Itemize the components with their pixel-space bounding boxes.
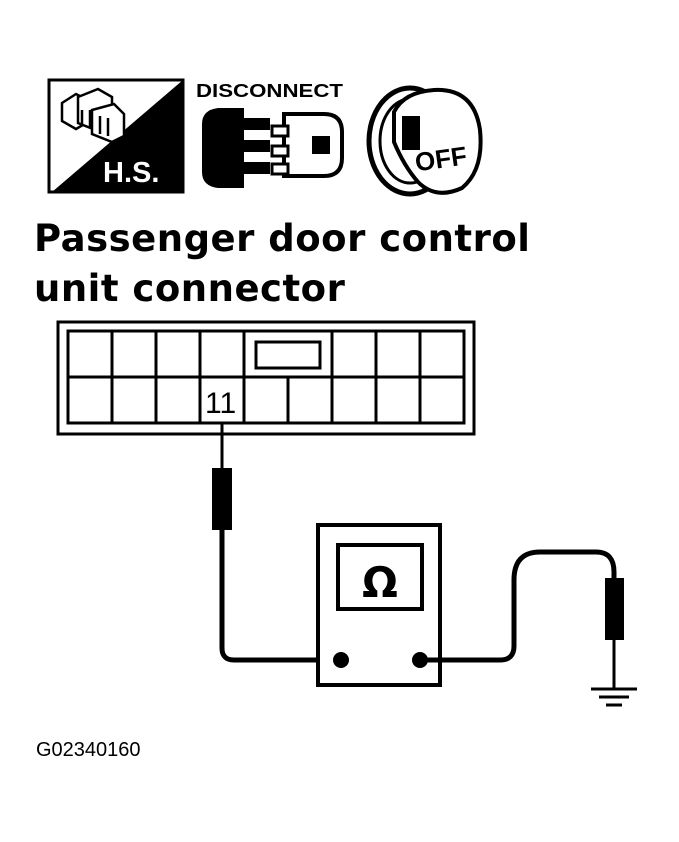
disconnect-label: DISCONNECT xyxy=(196,81,343,101)
connector-bottom-row xyxy=(66,375,466,425)
ignition-key-off-icon: OFF xyxy=(366,85,483,197)
connector-top-row xyxy=(66,329,466,379)
title-line-2: unit connector xyxy=(34,267,346,310)
hs-label: H.S. xyxy=(103,157,159,189)
connector-disconnect-icon: DISCONNECT xyxy=(196,81,344,188)
connector-lock-tab xyxy=(254,340,322,370)
ignition-off-label: OFF xyxy=(413,140,469,177)
probe-lead-right xyxy=(420,549,624,688)
door-control-unit-connector: 11 xyxy=(56,320,476,436)
figure-id: G02340160 xyxy=(36,739,141,761)
title-line-1: Passenger door control xyxy=(34,217,531,260)
ohm-symbol: Ω xyxy=(362,558,398,607)
probe-lead-left xyxy=(212,424,340,663)
terminal-11-label: 11 xyxy=(205,387,236,420)
meter-terminal-left xyxy=(333,652,349,668)
ground-symbol-icon xyxy=(591,687,637,707)
harness-connector-icon: H.S. xyxy=(47,78,185,194)
